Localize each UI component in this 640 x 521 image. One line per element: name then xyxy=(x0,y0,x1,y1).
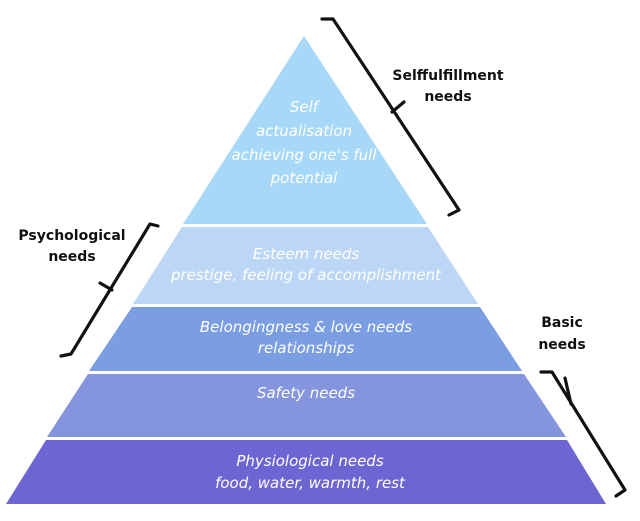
tier-esteem-shape xyxy=(133,227,478,304)
tier-belongingness-line-2: relationships xyxy=(258,339,354,357)
tier-safety-shape xyxy=(47,374,566,437)
basic-bracket-tick xyxy=(563,376,573,406)
psychological-group: Psychological needs xyxy=(18,222,160,358)
tier-self-actualisation-shape xyxy=(183,36,427,224)
tier-safety: Safety needs xyxy=(47,374,566,437)
psychological-bracket-tick xyxy=(98,281,114,292)
selffulfillment-bracket-tick xyxy=(390,100,406,114)
tier-physiological-line-2: food, water, warmth, rest xyxy=(215,474,406,492)
tier-self-actualisation-line-1: Self xyxy=(290,98,321,116)
tier-belongingness: Belongingness & love needs relationships xyxy=(89,307,522,371)
psychological-label-line-2: needs xyxy=(48,249,95,265)
tier-physiological: Physiological needs food, water, warmth,… xyxy=(6,440,606,504)
tier-belongingness-shape xyxy=(89,307,522,371)
basic-bracket xyxy=(539,370,627,498)
tier-self-actualisation-line-4: potential xyxy=(270,169,339,187)
basic-label-line-1: Basic xyxy=(541,315,583,331)
tier-safety-line-1: Safety needs xyxy=(257,384,355,402)
tier-esteem-line-1: Esteem needs xyxy=(253,245,359,263)
selffulfillment-label-line-1: Selffulfillment xyxy=(392,68,504,84)
basic-label-line-2: needs xyxy=(538,337,585,353)
tier-physiological-line-1: Physiological needs xyxy=(236,452,383,470)
selffulfillment-bracket xyxy=(320,17,461,217)
basic-group: Basic needs xyxy=(538,315,627,498)
tier-physiological-shape xyxy=(6,440,606,504)
selffulfillment-group: Selffulfillment needs xyxy=(320,17,504,217)
psychological-label-line-1: Psychological xyxy=(18,228,125,244)
tier-self-actualisation-line-2: actualisation xyxy=(256,122,352,140)
selffulfillment-label-line-2: needs xyxy=(424,89,471,105)
tier-esteem-line-2: prestige, feeling of accomplishment xyxy=(170,266,442,284)
tier-esteem: Esteem needs prestige, feeling of accomp… xyxy=(133,227,478,304)
tier-self-actualisation: Self actualisation achieving one's full … xyxy=(183,36,427,224)
tier-self-actualisation-line-3: achieving one's full xyxy=(232,146,378,164)
tier-belongingness-line-1: Belongingness & love needs xyxy=(200,318,412,336)
